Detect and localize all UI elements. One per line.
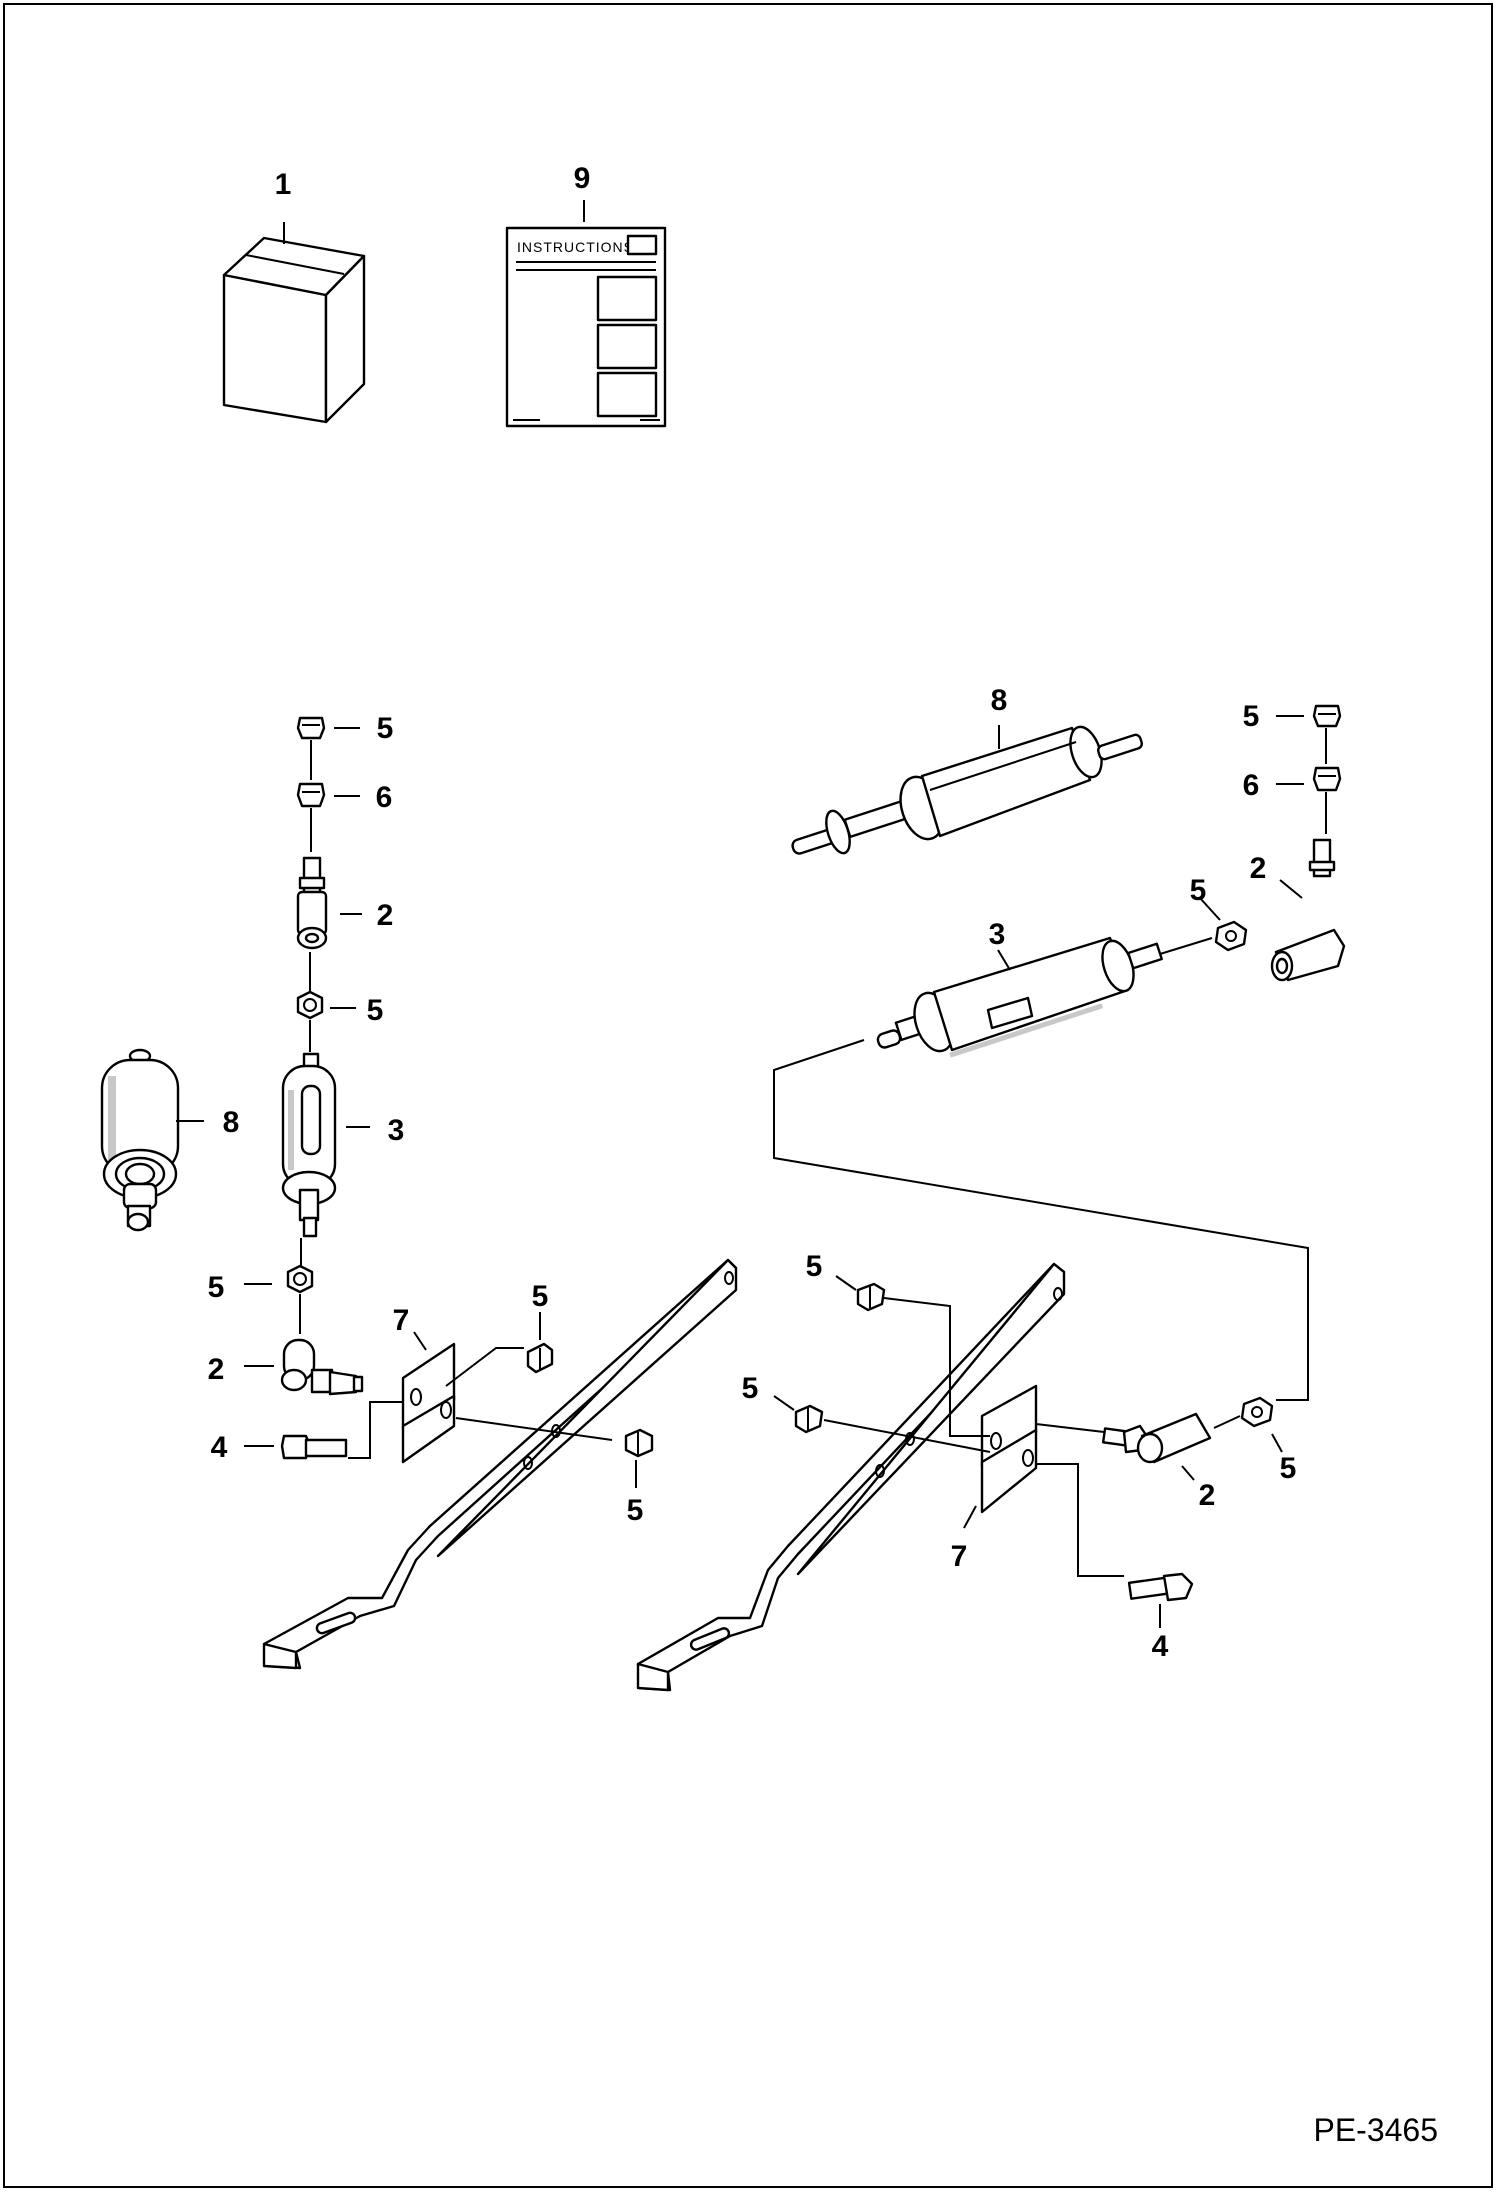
- callout-right-7: 7: [951, 1540, 968, 1573]
- right-jam-nut-6: [1312, 766, 1342, 792]
- callout-left-4: 4: [211, 1431, 228, 1464]
- callout-right-5-top: 5: [1243, 700, 1260, 733]
- callout-left-5-lower: 5: [208, 1271, 225, 1304]
- callout-left-6: 6: [376, 781, 393, 814]
- callout-right-4: 4: [1152, 1630, 1169, 1663]
- box-part-1: [222, 222, 366, 424]
- callout-left-2-lower: 2: [208, 1353, 225, 1386]
- callout-right-6: 6: [1243, 769, 1260, 802]
- left-gas-spring-8: [100, 1048, 180, 1232]
- callout-left-3: 3: [388, 1114, 405, 1147]
- callout-right-2-lower: 2: [1199, 1479, 1216, 1512]
- left-nut-top: [296, 716, 326, 740]
- callout-left-7: 7: [393, 1304, 410, 1337]
- left-rod-end-top: [296, 856, 328, 950]
- callout-right-5-upper: 5: [806, 1250, 823, 1283]
- left-jam-nut-6: [296, 782, 326, 808]
- callout-right-3: 3: [989, 918, 1006, 951]
- left-nut-bracket: [526, 1342, 554, 1374]
- instructions-text: INSTRUCTIONS: [517, 239, 634, 255]
- left-rod-end-lower: [280, 1338, 364, 1396]
- left-bracket-plate-7: [401, 1342, 456, 1464]
- callout-right-8: 8: [991, 684, 1008, 717]
- right-bracket-plate-7: [980, 1384, 1038, 1514]
- callout-left-5-middle: 5: [367, 994, 384, 1027]
- callout-right-5-far: 5: [1280, 1452, 1297, 1485]
- callout-right-5-lower: 5: [742, 1372, 759, 1405]
- callout-left-5-top: 5: [377, 712, 394, 745]
- right-rod-end-top: [1270, 838, 1346, 982]
- callout-1: 1: [275, 168, 292, 201]
- right-mounting-bar: [636, 1262, 1066, 1692]
- left-mounting-bar: [262, 1258, 738, 1670]
- left-nut-middle: [296, 990, 324, 1020]
- left-gas-spring-3: [281, 1052, 337, 1238]
- callout-right-2-top: 2: [1250, 852, 1267, 885]
- reference-code: PE-3465: [1313, 2112, 1438, 2148]
- callout-left-5-bracket: 5: [532, 1280, 549, 1313]
- right-nut-upper: [856, 1282, 886, 1312]
- instructions-sheet-part-9: INSTRUCTIONS: [505, 200, 667, 428]
- callout-9: 9: [574, 162, 591, 195]
- callout-left-5-bar: 5: [627, 1494, 644, 1527]
- right-gas-spring-8: [791, 725, 1143, 855]
- right-nut-far: [1240, 1396, 1274, 1428]
- callout-right-5-middle: 5: [1190, 874, 1207, 907]
- right-rod-end-lower: [1101, 1412, 1212, 1464]
- left-nut-bar: [624, 1428, 654, 1458]
- right-nut-top: [1312, 704, 1342, 728]
- right-bolt-4: [1127, 1572, 1194, 1602]
- right-nut-lower: [794, 1404, 824, 1434]
- right-nut-middle: [1214, 920, 1248, 952]
- callout-left-2-top: 2: [377, 899, 394, 932]
- callout-left-8: 8: [223, 1106, 240, 1139]
- left-nut-lower: [286, 1264, 314, 1294]
- left-bolt-4: [280, 1434, 348, 1460]
- right-gas-spring-3: [876, 936, 1163, 1058]
